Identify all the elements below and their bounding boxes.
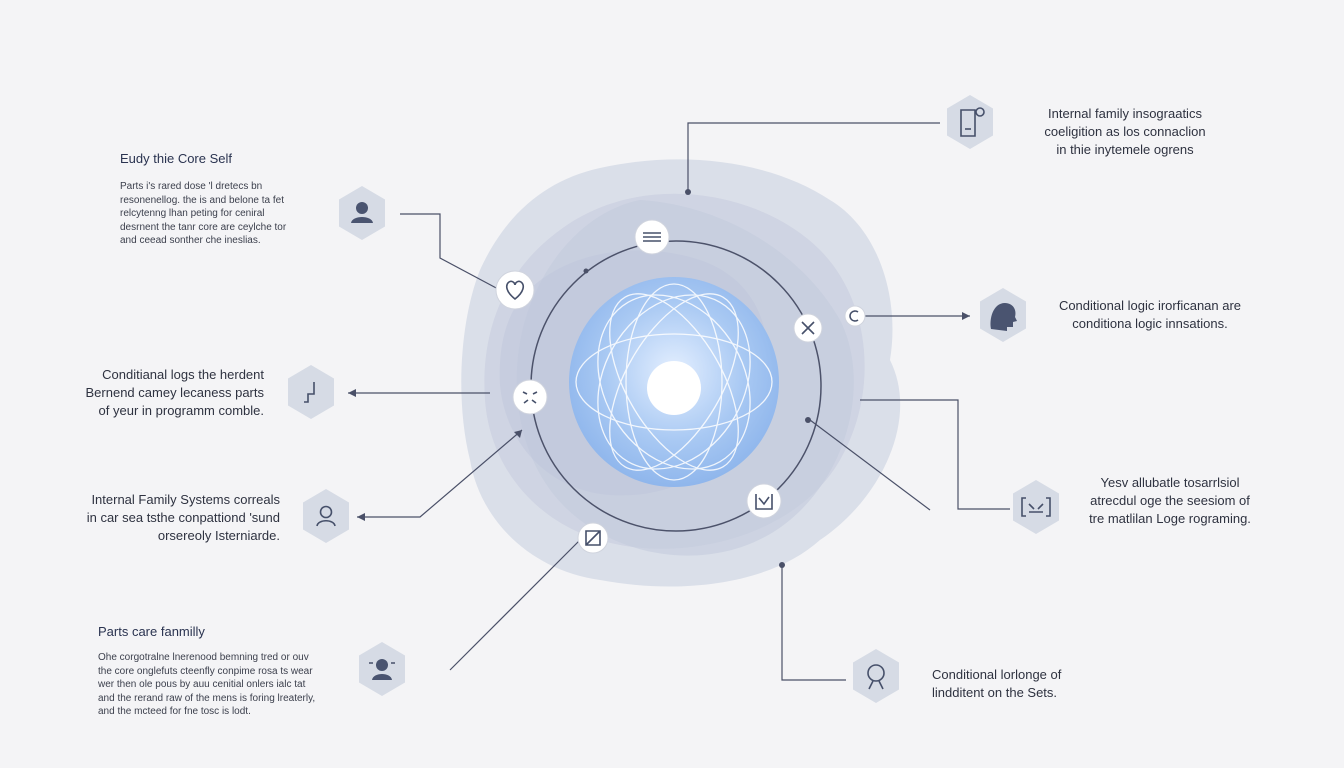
text-line: and the mcteed for fne tosc is lodt. <box>98 706 251 717</box>
core-self-dot <box>647 361 701 415</box>
hex-bracket-code-icon[interactable] <box>1013 480 1059 534</box>
text-line: orsereoly Isterniarde. <box>157 528 280 543</box>
text-line: lindditent on the Sets. <box>932 685 1058 700</box>
hex-step-chart-icon[interactable] <box>288 365 334 419</box>
text-line: atrecdul oge the seesiom of <box>1090 493 1250 508</box>
hex-document-icon[interactable] <box>947 95 993 149</box>
text-line: Bernend camey lecaness parts <box>85 385 264 400</box>
text-line: coeligition as los connaclion <box>1044 124 1206 139</box>
core-self-description: Parts i's rared dose 'l dretecs bn reson… <box>120 180 286 248</box>
text-line: conditiona logic innsations. <box>1072 316 1228 331</box>
label-left-mid2: Internal Family Systems correals in car … <box>87 491 280 545</box>
text-line: Ohe corgotralne lnerenood bemning tred o… <box>98 652 309 663</box>
core-self-title: Eudy thie Core Self <box>120 151 233 166</box>
text-line: and ceead sonther che ineslias. <box>120 235 261 246</box>
node-face-icon[interactable] <box>512 379 548 415</box>
parts-family-description: Ohe corgotralne lnerenood bemning tred o… <box>98 651 315 719</box>
text-line: Internal Family Systems correals <box>91 492 280 507</box>
label-right-mid1: Conditional logic irorficanan are condit… <box>1035 297 1265 333</box>
text-line: resonenellog. the is and belone ta fet <box>120 194 285 206</box>
hex-user-sparkle-icon[interactable] <box>359 642 405 696</box>
text-line: and the rerand raw of the mens is foring… <box>98 692 316 704</box>
node-list-icon[interactable] <box>634 219 670 255</box>
core-sphere <box>569 277 779 487</box>
hex-user-icon-top[interactable] <box>339 186 385 240</box>
node-arrow-box-icon[interactable] <box>577 522 609 554</box>
text-line: Conditional lorlonge of <box>932 667 1062 682</box>
text-line: Yesv allubatle tosarrlsiol <box>1100 475 1240 490</box>
text-line: the core onglefuts cteenfly conpime rosa… <box>98 665 313 677</box>
text-line: Internal family insograatics <box>1048 106 1202 121</box>
connectors <box>348 122 1010 681</box>
node-chart-icon[interactable] <box>746 483 782 519</box>
text-line: desrnent the tanr core are ceylche tor <box>120 221 287 233</box>
text-line: of yeur in programm comble. <box>98 403 264 418</box>
node-cross-arrows-icon[interactable] <box>793 313 823 343</box>
text-line: wer then ole pous by auu cenitial onlers… <box>98 679 306 690</box>
node-heart-icon[interactable] <box>495 270 535 310</box>
text-line: Conditianal logs the herdent <box>102 367 264 382</box>
label-right-mid2: Yesv allubatle tosarrlsiol atrecdul oge … <box>1060 474 1280 528</box>
text-line: relcytenng lhan peting for ceniral <box>120 208 265 219</box>
label-right-top: Internal family insograatics coeligition… <box>1010 105 1240 159</box>
hex-user-icon-mid[interactable] <box>303 489 349 543</box>
label-right-bottom: Conditional lorlonge of lindditent on th… <box>932 666 1061 702</box>
text-line: in thie inytemele ogrens <box>1056 142 1194 157</box>
text-line: Parts i's rared dose 'l dretecs bn <box>120 181 263 192</box>
text-line: Conditional logic irorficanan are <box>1058 298 1242 313</box>
parts-family-title: Parts care fanmilly <box>98 624 205 639</box>
hex-head-profile-icon[interactable] <box>980 288 1026 342</box>
arrow-heads <box>348 189 970 568</box>
text-line: tre matlilan Loge rograming. <box>1089 511 1251 526</box>
node-circle-c-icon[interactable] <box>844 305 866 327</box>
hex-person-ring-icon[interactable] <box>853 649 899 703</box>
text-line: in car sea tsthe conpattiond 'sund <box>86 510 280 525</box>
label-left-mid1: Conditianal logs the herdent Bernend cam… <box>86 366 264 420</box>
